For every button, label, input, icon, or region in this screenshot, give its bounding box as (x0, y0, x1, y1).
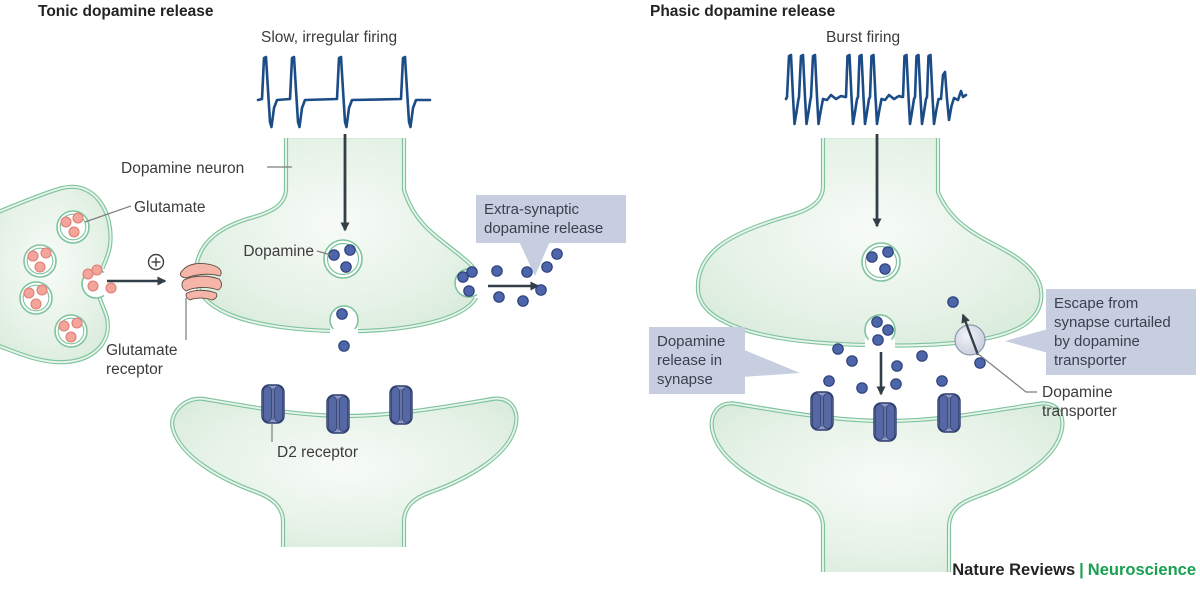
dopamine-transporter-circle (954, 313, 986, 356)
dopamine-neuron-label: Dopamine neuron (121, 160, 245, 177)
dopamine-vesicle-right (861, 242, 901, 282)
plus-circle-icon (147, 253, 165, 271)
stalk-open-end (818, 128, 944, 138)
stem-open-end (277, 547, 410, 559)
tonic-waveform (256, 55, 432, 129)
reuptake-arrow (961, 313, 980, 356)
journal-branding: Nature Reviews|Neuroscience (940, 561, 1196, 580)
d2-receptor (873, 402, 897, 442)
stem-open-end (817, 572, 955, 584)
journal-name: Neuroscience (1087, 561, 1196, 579)
publisher-name: Nature Reviews (952, 561, 1076, 579)
right-panel-title: Phasic dopamine release (650, 3, 836, 20)
dopamine-release-callout: Dopamine release in synapse (649, 327, 745, 395)
escape-curtailed-callout: Escape from synapse curtailed by dopamin… (1046, 289, 1196, 376)
dopamine-label: Dopamine (243, 243, 314, 260)
tonic-firing-label: Slow, irregular firing (261, 29, 398, 46)
dopamine-transporter-label: Dopamine transporter (1042, 384, 1117, 421)
dopamine-dots (328, 244, 986, 394)
glutamate-receptor-shape (179, 263, 222, 301)
d2-receptor (810, 391, 834, 431)
callout-tails (518, 239, 1048, 377)
dopamine-neuron-terminal-right (698, 136, 1041, 345)
d2-receptor (389, 385, 413, 425)
burst-firing-label: Burst firing (826, 29, 901, 46)
glutamate-dots (23, 212, 117, 343)
stalk-open-end (281, 128, 411, 138)
leader-lines (84, 166, 1037, 442)
d2-receptor (326, 394, 350, 434)
brand-separator: | (1079, 561, 1084, 579)
extrasynaptic-release-callout: Extra-synaptic dopamine release (476, 195, 626, 244)
d2-receptor-label: D2 receptor (277, 444, 358, 461)
dopamine-vesicle-left (323, 239, 363, 279)
glutamate-label: Glutamate (134, 199, 206, 216)
left-panel-title: Tonic dopamine release (38, 3, 214, 20)
glutamate-receptor-label: Glutamate receptor (106, 342, 178, 379)
d2-receptor (937, 393, 961, 433)
d2-receptor (261, 384, 285, 424)
burst-waveform (784, 53, 968, 126)
